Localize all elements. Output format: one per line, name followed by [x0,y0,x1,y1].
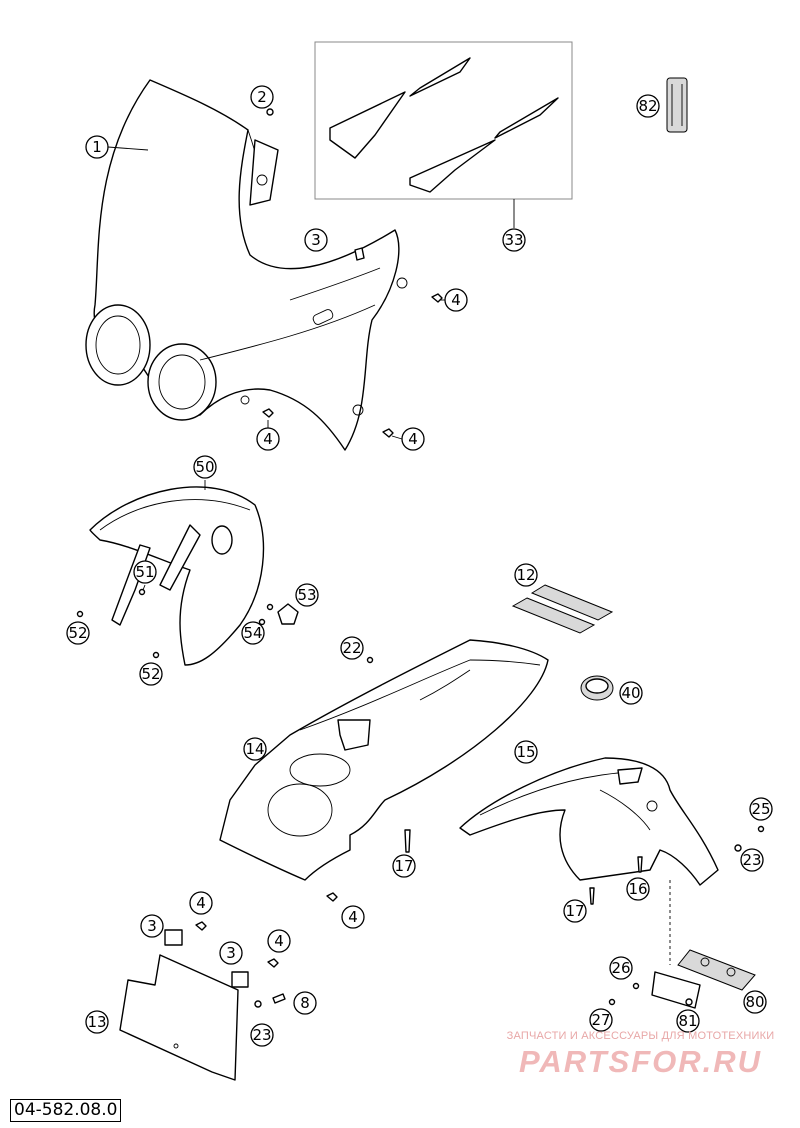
leader-lines [107,146,445,591]
callout-4: 4 [401,427,425,451]
headlight-mask-part [85,79,443,451]
callout-3: 3 [140,914,164,938]
callout-27: 27 [589,1008,613,1032]
callout-53: 53 [295,583,319,607]
svg-text:4: 4 [348,908,358,926]
svg-text:17: 17 [565,902,584,920]
svg-text:4: 4 [274,932,284,950]
license-plate-holder [608,949,756,1009]
rear-fender-part [219,639,549,902]
callout-52: 52 [139,662,163,686]
reflector-part [666,77,688,133]
svg-text:33: 33 [504,231,523,249]
svg-text:22: 22 [342,639,361,657]
svg-text:81: 81 [678,1012,697,1030]
svg-text:80: 80 [745,993,764,1011]
svg-text:25: 25 [751,800,770,818]
sticker-set-part [511,584,614,634]
callout-81: 81 [676,1009,700,1033]
callout-14: 14 [243,737,267,761]
callout-2: 2 [250,85,274,109]
svg-text:52: 52 [68,624,87,642]
callout-23: 23 [250,1023,274,1047]
svg-text:12: 12 [516,566,535,584]
callout-4: 4 [341,905,365,929]
callout-52: 52 [66,621,90,645]
skid-plate-part [119,921,286,1081]
svg-text:3: 3 [311,231,321,249]
callout-3: 3 [219,941,243,965]
callout-1: 1 [85,135,109,159]
svg-text:54: 54 [243,624,262,642]
callout-50: 50 [193,455,217,479]
callout-22: 22 [340,636,364,660]
svg-text:82: 82 [638,97,657,115]
cap-part [580,675,614,701]
callout-4: 4 [267,929,291,953]
callout-40: 40 [619,681,643,705]
svg-text:17: 17 [394,857,413,875]
svg-text:4: 4 [451,291,461,309]
callout-26: 26 [609,956,633,980]
svg-text:53: 53 [297,586,316,604]
callout-13: 13 [85,1010,109,1034]
svg-text:13: 13 [87,1013,106,1031]
watermark: ЗАПЧАСТИ И АКСЕССУАРЫ ДЛЯ МОТОТЕХНИКИ PA… [488,1030,793,1080]
callout-4: 4 [444,288,468,312]
svg-text:2: 2 [257,88,267,106]
svg-text:4: 4 [408,430,418,448]
svg-text:26: 26 [611,959,630,977]
callout-12: 12 [514,563,538,587]
svg-text:40: 40 [621,684,640,702]
watermark-tagline: ЗАПЧАСТИ И АКСЕССУАРЫ ДЛЯ МОТОТЕХНИКИ [506,1030,775,1042]
callout-8: 8 [293,991,317,1015]
svg-text:52: 52 [141,665,160,683]
callout-80: 80 [743,990,767,1014]
svg-text:23: 23 [742,851,761,869]
svg-text:16: 16 [628,880,647,898]
svg-text:15: 15 [516,743,535,761]
callout-25: 25 [749,797,773,821]
callout-51: 51 [133,560,157,584]
callout-17: 17 [392,854,416,878]
svg-text:27: 27 [591,1011,610,1029]
decal-kit-box [314,41,573,228]
svg-text:1: 1 [92,138,102,156]
callout-17: 17 [563,899,587,923]
callout-54: 54 [241,621,265,645]
callout-15: 15 [514,740,538,764]
callout-3: 3 [304,228,328,252]
callout-33: 33 [502,228,526,252]
svg-text:50: 50 [195,458,214,476]
rear-fender-part-15 [459,757,765,965]
watermark-logo: PARTSFOR.RU [518,1044,763,1079]
callout-16: 16 [626,877,650,901]
svg-text:8: 8 [300,994,310,1012]
svg-text:4: 4 [263,430,273,448]
svg-text:3: 3 [226,944,236,962]
svg-text:23: 23 [252,1026,271,1044]
callout-4: 4 [256,427,280,451]
callout-23: 23 [740,848,764,872]
callout-82: 82 [636,94,660,118]
svg-text:3: 3 [147,917,157,935]
callout-4: 4 [189,891,213,915]
svg-text:14: 14 [245,740,264,758]
svg-text:4: 4 [196,894,206,912]
svg-text:51: 51 [135,563,154,581]
front-fender-part [76,486,299,666]
drawing-code: 04-582.08.0 [10,1099,122,1122]
